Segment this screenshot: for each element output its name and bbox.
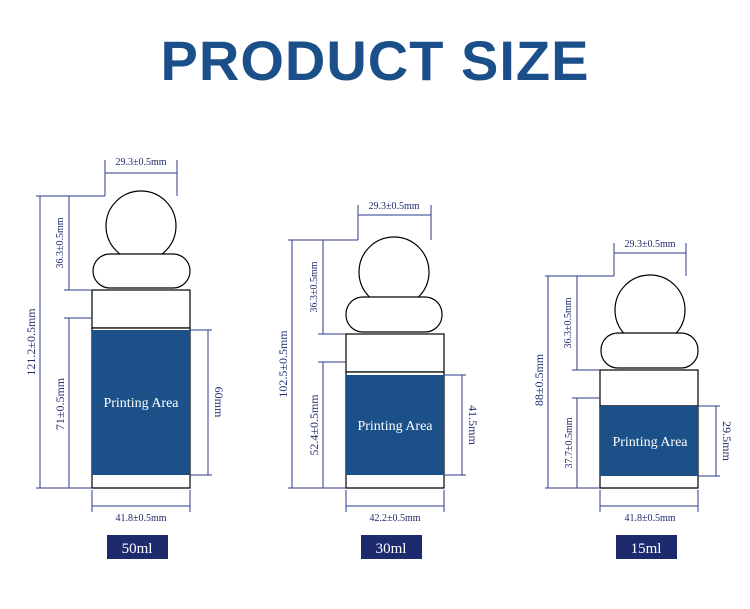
print-height-label: 60mm [212, 387, 226, 418]
page-title: PRODUCT SIZE [160, 29, 590, 92]
printing-area-15ml [600, 406, 698, 476]
cap-height-label: 36.3±0.5mm [55, 217, 66, 268]
body-diameter-label: 41.8±0.5mm [115, 513, 166, 524]
total-height-label: 102.5±0.5mm [276, 330, 290, 398]
body-diameter-label: 42.2±0.5mm [369, 513, 420, 524]
bottle-15ml [545, 243, 720, 512]
cap-height-label: 36.3±0.5mm [309, 261, 320, 312]
cap-diameter-label: 29.3±0.5mm [624, 239, 675, 250]
body-height-label: 37.7±0.5mm [564, 417, 575, 468]
volume-label: 30ml [376, 541, 407, 557]
body-height-label: 71±0.5mm [53, 377, 67, 430]
cap-diameter-label: 29.3±0.5mm [115, 157, 166, 168]
volume-badge-50ml [107, 535, 168, 559]
printing-area-30ml [346, 375, 444, 475]
total-height-label: 121.2±0.5mm [24, 308, 38, 376]
body-diameter-label: 41.8±0.5mm [624, 513, 675, 524]
volume-badge-30ml [361, 535, 422, 559]
bottle-50ml [36, 160, 212, 512]
volume-badge-15ml [616, 535, 677, 559]
volume-label: 15ml [631, 541, 662, 557]
print-height-label: 41.5mm [466, 405, 480, 445]
printing-area-label: Printing Area [103, 396, 179, 411]
total-height-label: 88±0.5mm [532, 353, 546, 406]
cap-diameter-label: 29.3±0.5mm [368, 201, 419, 212]
printing-area-label: Printing Area [357, 419, 433, 434]
printing-area-label: Printing Area [612, 435, 688, 450]
print-height-label: 29.5mm [720, 421, 734, 461]
bottle-30ml [288, 205, 466, 512]
cap-height-label: 36.3±0.5mm [563, 297, 574, 348]
printing-area-50ml [92, 330, 190, 475]
volume-label: 50ml [122, 541, 153, 557]
body-height-label: 52.4±0.5mm [307, 394, 321, 456]
